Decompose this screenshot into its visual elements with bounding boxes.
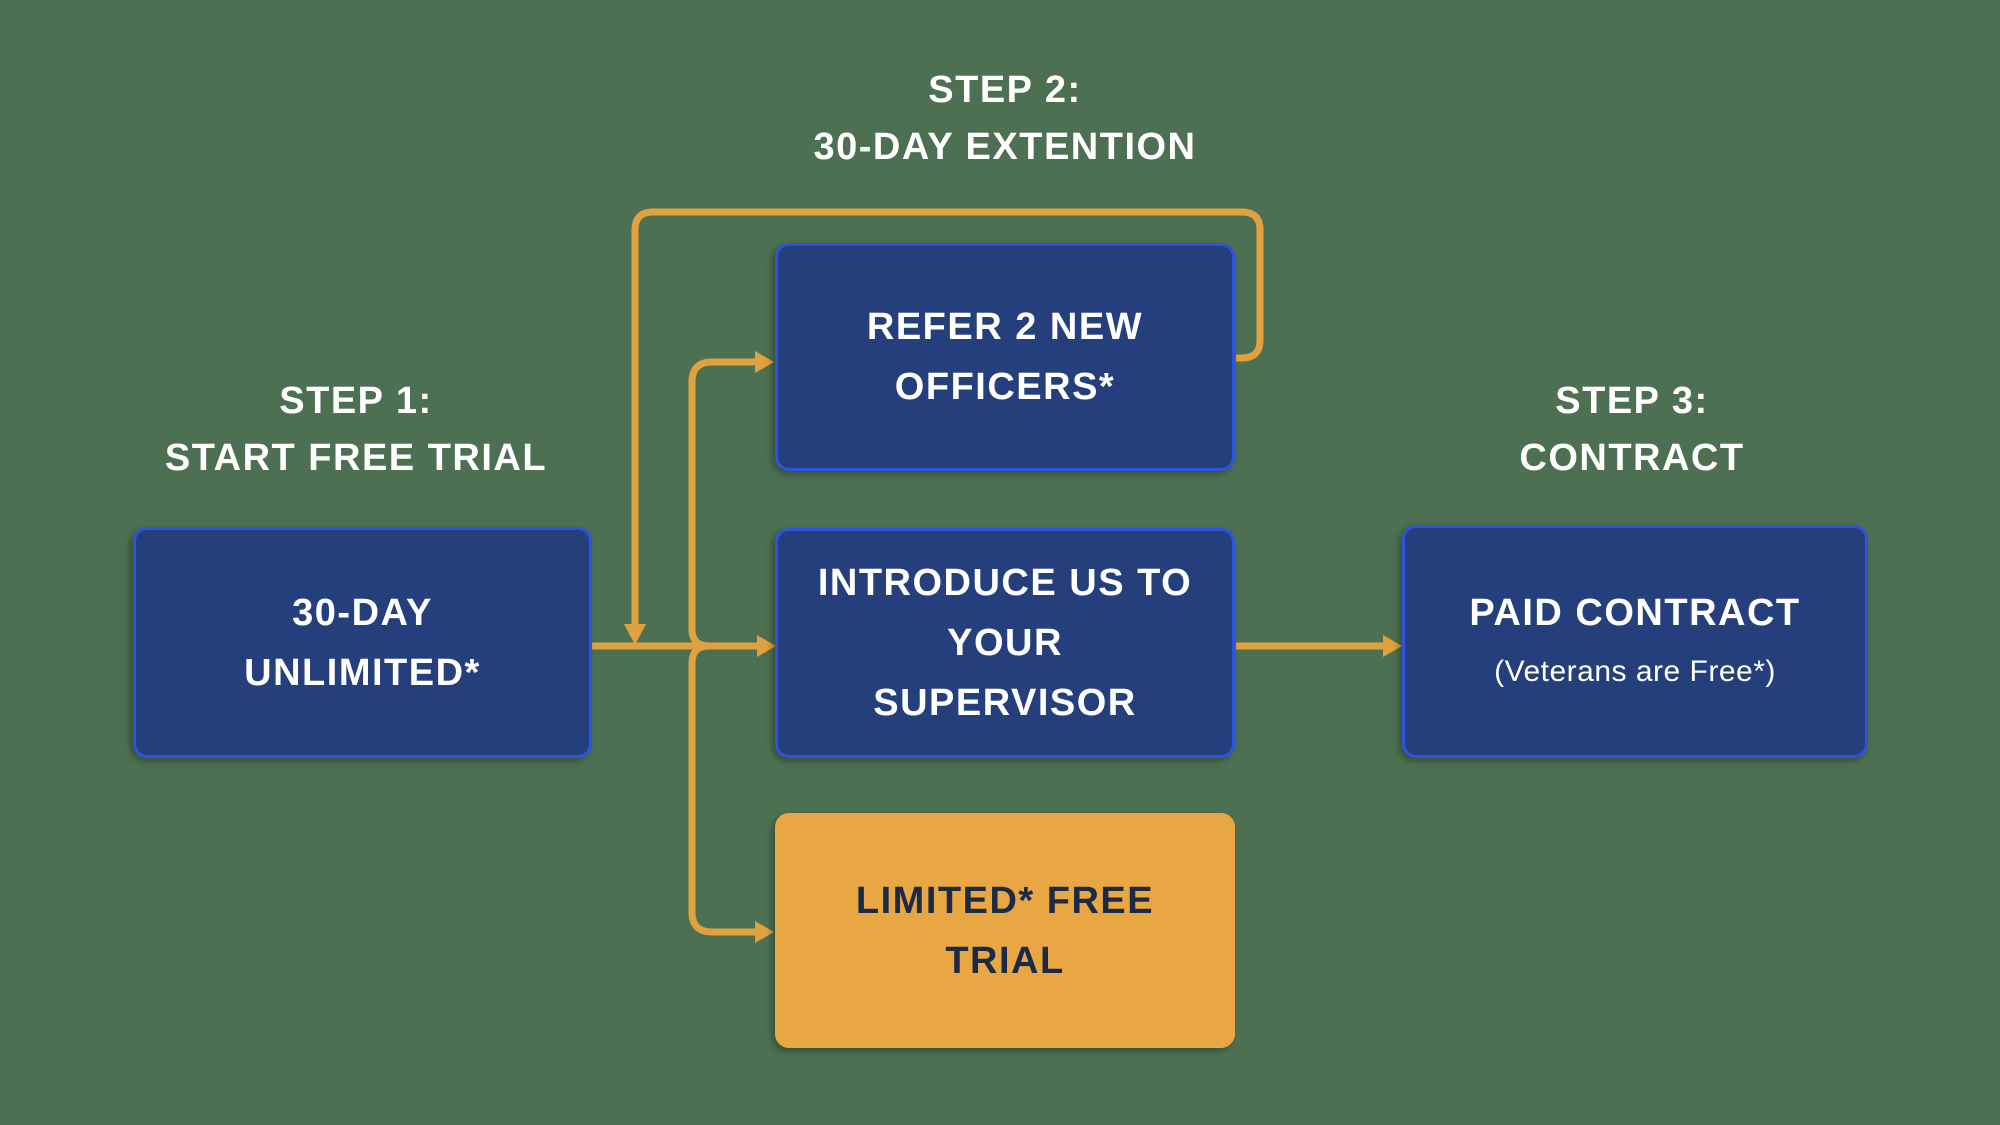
node-trial-line2: UNLIMITED* <box>244 651 481 694</box>
node-trial-line1: 30-DAY <box>292 591 433 634</box>
heading-step1-line1: STEP 1: <box>279 380 433 422</box>
heading-step3-line2: CONTRACT <box>1519 437 1745 479</box>
node-paid-contract: PAID CONTRACT (Veterans are Free*) <box>1402 525 1868 758</box>
arrowhead-extension-loop-icon <box>624 624 646 645</box>
node-limited-label: LIMITED* FREE TRIAL <box>855 879 1155 982</box>
node-introduce-line1: INTRODUCE US TO YOUR <box>817 562 1193 664</box>
node-30-day-unlimited: 30-DAY UNLIMITED* <box>133 527 592 758</box>
arrowhead-introduce-to-contract-icon <box>1383 635 1402 657</box>
connector-junction-to-limited <box>688 642 755 936</box>
node-contract-title: PAID CONTRACT <box>1469 591 1801 634</box>
heading-step3-line1: STEP 3: <box>1555 380 1709 422</box>
heading-step1-line2: START FREE TRIAL <box>164 437 548 479</box>
node-introduce-line2: SUPERVISOR <box>873 682 1137 724</box>
heading-step2-line2: 30-DAY EXTENTION <box>813 126 1197 168</box>
node-introduce-supervisor: INTRODUCE US TO YOUR SUPERVISOR <box>775 528 1235 758</box>
heading-step2: STEP 2: 30-DAY EXTENTION <box>755 62 1255 176</box>
heading-step1: STEP 1: START FREE TRIAL <box>106 373 606 487</box>
arrowhead-junction-to-refer-icon <box>755 351 774 373</box>
heading-step3: STEP 3: CONTRACT <box>1382 373 1882 487</box>
connector-refer-extension-loop <box>631 208 1264 624</box>
node-refer-2-new-officers: REFER 2 NEW OFFICERS* <box>775 243 1235 471</box>
connector-junction-to-refer <box>688 358 755 650</box>
heading-step2-line1: STEP 2: <box>928 69 1082 111</box>
node-contract-subtitle: (Veterans are Free*) <box>1494 654 1776 688</box>
node-refer-line1: REFER 2 NEW <box>866 306 1144 348</box>
node-refer-line2: OFFICERS* <box>894 366 1116 408</box>
node-limited-free-trial: LIMITED* FREE TRIAL <box>775 813 1235 1048</box>
arrowhead-junction-to-limited-icon <box>755 921 774 943</box>
arrowhead-trial-to-introduce-icon <box>757 635 776 657</box>
